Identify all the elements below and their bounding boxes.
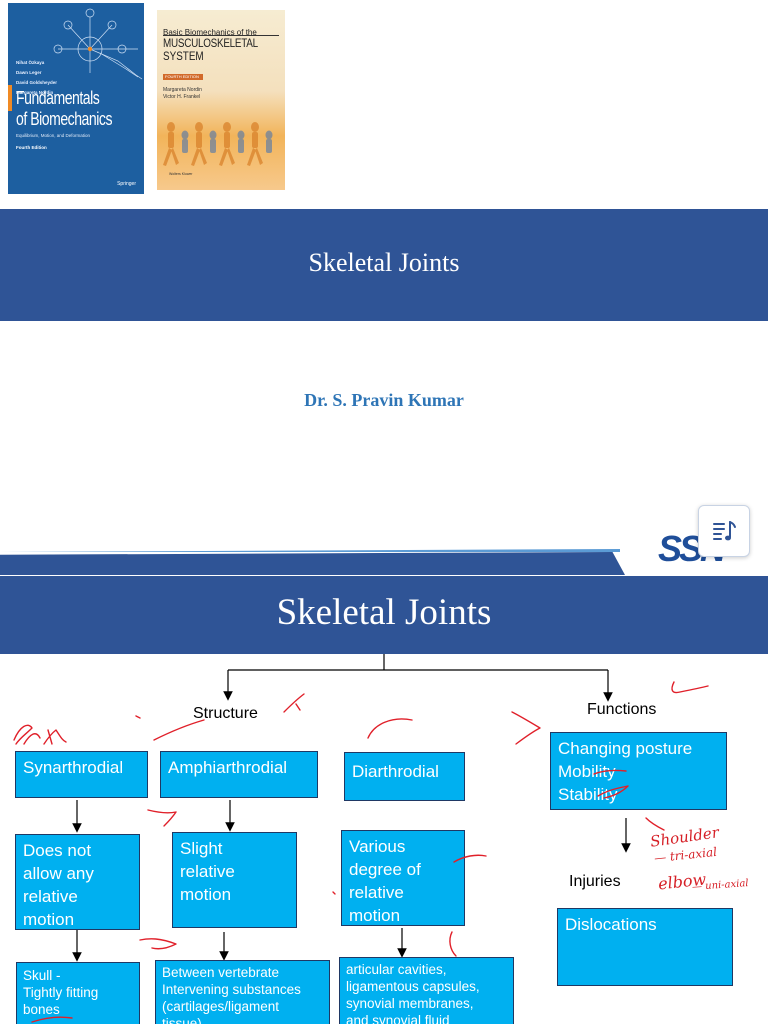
mechanics-diagram-icon [53,8,143,80]
speaker-notes-icon [713,521,736,541]
injuries-label: Injuries [569,873,621,890]
publisher-logo: Springer [117,181,136,187]
book-title-line2: SYSTEM [163,51,204,63]
book-edition: Fourth Edition [16,145,47,150]
publisher-logo: Wolters Kluwer [169,172,193,176]
divider [163,35,279,36]
book-subtitle: Equilibrium, Motion, and Deformation [16,133,91,138]
book-title-prefix: Basic Biomechanics of the [163,28,257,37]
diarthrodial-motion-box: Various degree of relative motion [341,830,465,926]
speaker-notes-button[interactable] [698,505,750,557]
runners-illustration-icon [163,122,273,166]
accent-bar [8,85,12,111]
structure-label: Structure [193,705,258,722]
footer-stripe-accent [0,549,620,552]
book-edition: FOURTH EDITION [163,74,203,80]
book-title-line1: MUSCULOSKELETAL [163,38,258,50]
title-band: Skeletal Joints [0,209,768,321]
functions-box: Changing posture Mobility Stability [550,732,727,810]
amphiarthrodial-box: Amphiarthrodial [160,751,318,798]
book-title-line1: Fundamentals [16,88,100,108]
book-title-line2: of Biomechanics [16,109,113,129]
functions-label: Functions [587,701,657,718]
synarthrodial-box: Synarthrodial [15,751,148,798]
slide-title: Skeletal Joints [308,248,460,277]
amphiarthrodial-example-box: Between vertebrate Intervening substance… [155,960,330,1024]
book-cover-fundamentals-of-biomechanics: Nihat Özkaya Dawn Leger David Goldsheyde… [8,3,144,194]
synarthrodial-example-box: Skull - Tightly fitting bones [16,962,140,1024]
diarthrodial-box: Diarthrodial [344,752,465,801]
title-band: Skeletal Joints [0,576,768,654]
title-slide: Nihat Özkaya Dawn Leger David Goldsheyde… [0,3,768,575]
slide-title: Skeletal Joints [276,591,492,633]
synarthrodial-motion-box: Does not allow any relative motion [15,834,140,930]
author-name: Dr. S. Pravin Kumar [304,390,464,410]
book-authors: Nihat Özkaya Dawn Leger David Goldsheyde… [16,60,58,95]
book-cover-musculoskeletal-system: Basic Biomechanics of the MUSCULOSKELETA… [157,10,285,190]
amphiarthrodial-motion-box: Slight relative motion [172,832,297,928]
footer-stripe [0,552,625,575]
diarthrodial-example-box: articular cavities, ligamentous capsules… [339,957,514,1024]
dislocations-box: Dislocations [557,908,733,986]
